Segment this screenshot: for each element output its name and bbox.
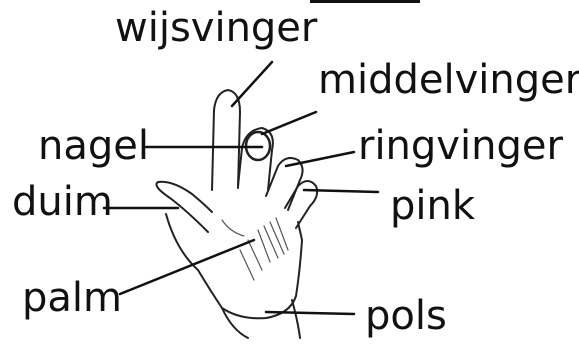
label-pols: pols xyxy=(365,296,447,336)
index-finger-outline xyxy=(212,90,240,190)
label-middelvinger: middelvinger xyxy=(318,60,579,100)
pointer-pink xyxy=(304,190,378,192)
pointer-wijsvinger xyxy=(232,62,272,106)
ring-finger-outline xyxy=(266,158,303,210)
label-nagel: nagel xyxy=(38,126,149,166)
label-duim: duim xyxy=(12,182,113,222)
label-pink: pink xyxy=(390,186,475,226)
label-wijsvinger: wijsvinger xyxy=(115,8,317,48)
pointer-middelvinger xyxy=(262,112,316,134)
pointer-palm xyxy=(120,240,254,294)
label-ringvinger: ringvinger xyxy=(358,126,563,166)
label-palm: palm xyxy=(22,278,122,318)
